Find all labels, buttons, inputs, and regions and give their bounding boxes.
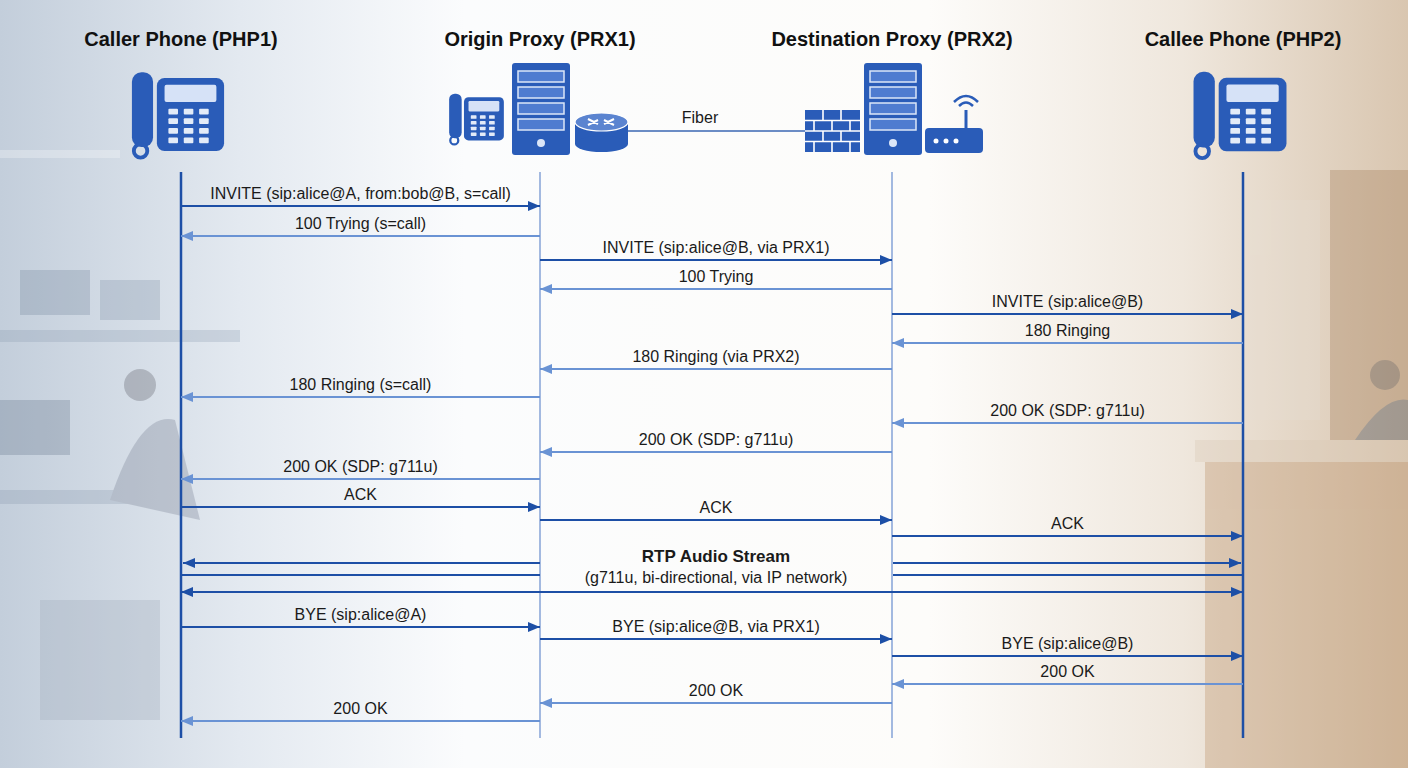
- message-arrow: [540, 368, 892, 370]
- link-line: [628, 130, 805, 132]
- stream-line: [893, 574, 1243, 576]
- message-arrow: [181, 626, 540, 628]
- desk-phone-icon: [449, 94, 504, 145]
- message-arrow: [181, 396, 540, 398]
- message-label: INVITE (sip:alice@B): [992, 293, 1143, 311]
- participant-name: Destination Proxy (PRX2): [771, 24, 1012, 54]
- message-arrow: [892, 422, 1243, 424]
- message-label: ACK: [344, 486, 377, 504]
- message-label: ACK: [1051, 515, 1084, 533]
- stream-label: RTP Audio Stream: [642, 548, 790, 566]
- message-arrow: [181, 478, 540, 480]
- message-label: 100 Trying (s=call): [295, 215, 426, 233]
- server-icon: [512, 63, 570, 155]
- message-arrow: [181, 506, 540, 508]
- lifeline: [180, 172, 183, 738]
- participant-box: Origin Proxy (PRX1): [452, 24, 628, 162]
- participant-box: Destination Proxy (PRX2): [805, 24, 979, 162]
- reception-scene: [1195, 170, 1408, 768]
- message-arrow: [540, 519, 892, 521]
- stream-line: [893, 562, 1241, 564]
- message-label: 200 OK (SDP: g711u): [990, 402, 1144, 420]
- message-label: 180 Ringing (via PRX2): [632, 348, 799, 366]
- message-arrow: [892, 683, 1243, 685]
- link-label: Fiber: [682, 109, 718, 127]
- stream-line: [183, 562, 540, 564]
- message-label: 200 OK (SDP: g711u): [283, 458, 437, 476]
- desk-phone-icon: [1194, 72, 1287, 158]
- message-arrow: [892, 313, 1243, 315]
- firewall-icon: [805, 110, 860, 152]
- message-arrow: [892, 535, 1243, 537]
- message-arrow: [892, 342, 1243, 344]
- message-arrow: [181, 720, 540, 722]
- message-label: 200 OK: [333, 700, 387, 718]
- message-label: 200 OK: [689, 682, 743, 700]
- message-arrow: [181, 205, 540, 207]
- message-arrow: [540, 638, 892, 640]
- stream-note: (g711u, bi-directional, via IP network): [585, 569, 848, 587]
- participant-name: Callee Phone (PHP2): [1145, 24, 1342, 54]
- participant-box: Caller Phone (PHP1): [71, 24, 291, 162]
- message-arrow: [540, 702, 892, 704]
- office-scene: [0, 150, 240, 720]
- participant-name: Origin Proxy (PRX1): [444, 24, 635, 54]
- lifeline: [539, 172, 541, 738]
- message-label: 200 OK (SDP: g711u): [639, 431, 793, 449]
- lifelines: [181, 172, 1243, 738]
- message-label: ACK: [700, 499, 733, 517]
- participant-name: Caller Phone (PHP1): [84, 24, 277, 54]
- wifi-router-icon: [925, 96, 983, 153]
- message-label: INVITE (sip:alice@B, via PRX1): [603, 239, 830, 257]
- message-label: 180 Ringing (s=call): [290, 376, 432, 394]
- message-arrow: [540, 288, 892, 290]
- router-icon: [575, 113, 628, 152]
- server-icon: [864, 63, 922, 155]
- message-arrow: [181, 235, 540, 237]
- desk-phone-icon: [132, 72, 224, 157]
- message-arrow: [540, 259, 892, 261]
- lifeline: [1242, 172, 1245, 738]
- message-arrow: [540, 451, 892, 453]
- message-label: INVITE (sip:alice@A, from:bob@B, s=call): [210, 185, 511, 203]
- stream-line: [181, 574, 540, 576]
- message-arrow: [181, 591, 1243, 593]
- message-label: BYE (sip:alice@A): [295, 606, 427, 624]
- participant-box: Callee Phone (PHP2): [1133, 24, 1353, 162]
- message-label: 180 Ringing: [1025, 322, 1110, 340]
- message-label: 200 OK: [1040, 663, 1094, 681]
- message-arrow: [892, 655, 1243, 657]
- lifeline: [891, 172, 893, 738]
- message-label: BYE (sip:alice@B): [1002, 635, 1134, 653]
- message-label: 100 Trying: [679, 268, 754, 286]
- message-label: BYE (sip:alice@B, via PRX1): [612, 618, 819, 636]
